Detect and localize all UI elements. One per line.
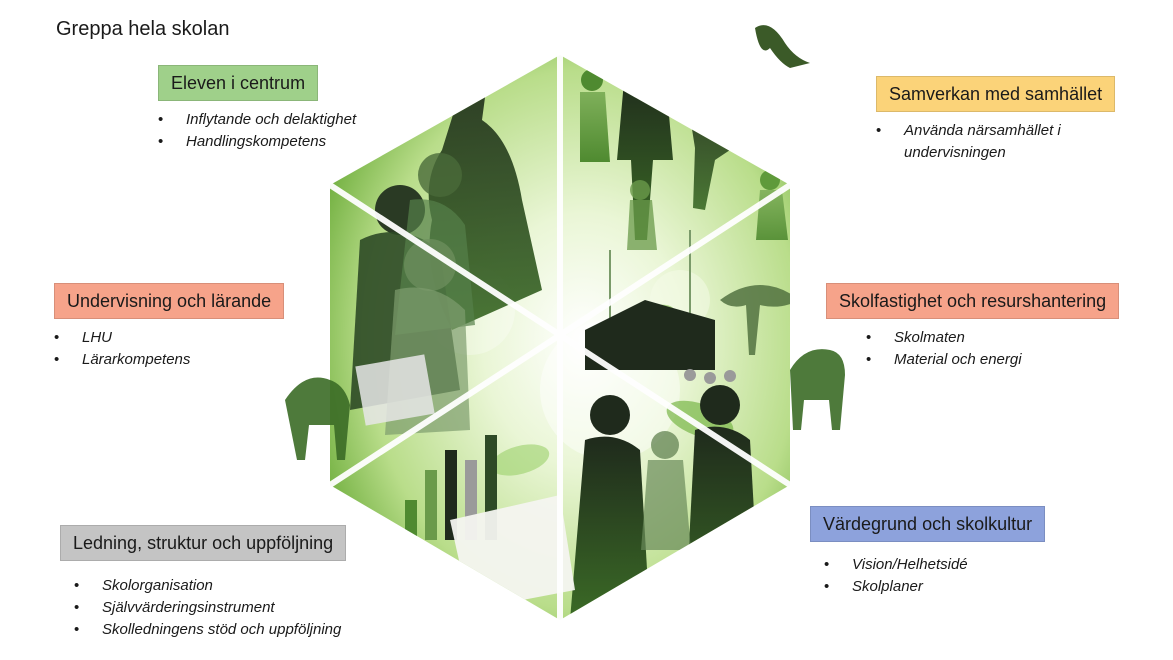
bullet-list: Inflytande och delaktighet Handlingskomp… <box>158 109 358 153</box>
section-skolfastighet-och-resurshantering: Skolfastighet och resurshantering Skolma… <box>826 283 1120 371</box>
section-undervisning-och-larande: Undervisning och lärande LHU Lärarkompet… <box>54 283 285 371</box>
bullet-list: LHU Lärarkompetens <box>54 327 274 371</box>
section-label: Skolfastighet och resurshantering <box>826 283 1120 319</box>
list-item: Vision/Helhetsidé <box>824 554 1044 576</box>
list-item: Använda närsamhället i undervisningen <box>876 120 1106 164</box>
list-item: LHU <box>54 327 274 349</box>
bullet-list: Vision/Helhetsidé Skolplaner <box>824 554 1044 598</box>
section-label: Värdegrund och skolkultur <box>810 506 1046 542</box>
list-item: Skolledningens stöd och uppföljning <box>74 619 414 641</box>
list-item: Skolmaten <box>866 327 1086 349</box>
section-label: Undervisning och lärande <box>54 283 285 319</box>
section-samverkan-med-samhallet: Samverkan med samhället Använda närsamhä… <box>876 76 1116 164</box>
bullet-list: Skolorganisation Självvärderingsinstrume… <box>74 575 414 641</box>
section-label: Ledning, struktur och uppföljning <box>60 525 347 561</box>
section-label: Eleven i centrum <box>158 65 319 101</box>
page-title: Greppa hela skolan <box>56 18 230 40</box>
list-item: Inflytande och delaktighet <box>158 109 358 131</box>
section-ledning-struktur-och-uppfoljning: Ledning, struktur och uppföljning Skolor… <box>60 525 414 641</box>
list-item: Handlingskompetens <box>158 131 358 153</box>
list-item: Material och energi <box>866 349 1086 371</box>
list-item: Skolplaner <box>824 576 1044 598</box>
bullet-list: Skolmaten Material och energi <box>866 327 1086 371</box>
section-vardegrund-och-skolkultur: Värdegrund och skolkultur Vision/Helhets… <box>810 506 1046 598</box>
bullet-list: Använda närsamhället i undervisningen <box>876 120 1106 164</box>
section-eleven-i-centrum: Eleven i centrum Inflytande och delaktig… <box>158 65 358 153</box>
section-label: Samverkan med samhället <box>876 76 1116 112</box>
list-item: Självvärderingsinstrument <box>74 597 414 619</box>
list-item: Skolorganisation <box>74 575 414 597</box>
list-item: Lärarkompetens <box>54 349 274 371</box>
